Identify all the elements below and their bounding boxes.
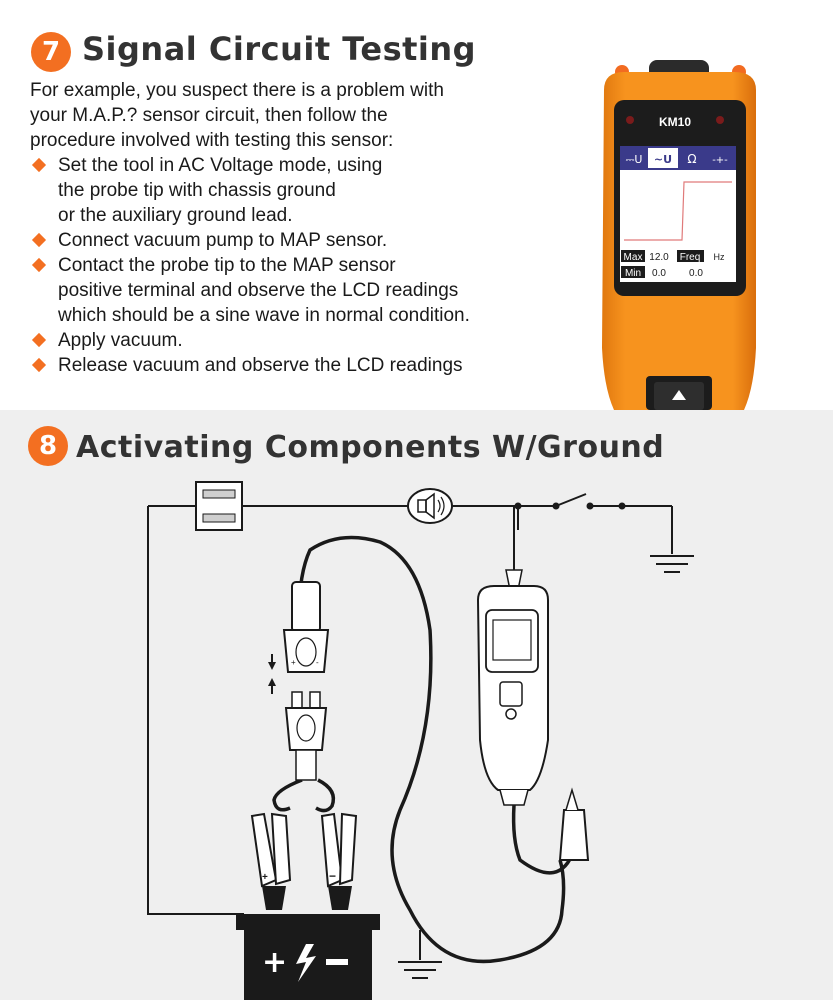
model-label: KM10 xyxy=(659,115,691,129)
min-value: 0.0 xyxy=(652,268,666,279)
diamond-bullet-icon xyxy=(31,357,47,373)
main-cable xyxy=(297,535,566,964)
step-item: Release vacuum and observe the LCD readi… xyxy=(30,353,470,378)
diamond-bullet-icon xyxy=(31,332,47,348)
negative-clamp: − xyxy=(320,812,358,910)
clamp-wire-right xyxy=(315,778,336,813)
diamond-bullet-icon xyxy=(31,232,47,248)
power-probe-tester xyxy=(476,506,549,806)
indicator-led xyxy=(626,116,634,124)
tester-screen xyxy=(485,609,539,673)
alligator-clip xyxy=(558,787,590,861)
positive-clamp: + xyxy=(250,812,292,910)
clamp-wire-left xyxy=(272,778,303,812)
fuse-symbol xyxy=(195,481,243,531)
horn-component xyxy=(407,488,453,524)
minus-icon xyxy=(326,959,348,965)
tester-lead xyxy=(511,804,576,875)
upper-connector: + - xyxy=(282,581,330,673)
section-7-panel: 7 Signal Circuit Testing For example, yo… xyxy=(0,0,833,410)
cables xyxy=(272,535,576,964)
diamond-bullet-icon xyxy=(31,157,47,173)
max-value: 12.0 xyxy=(649,252,669,263)
freq-value: 0.0 xyxy=(689,268,703,279)
mode-ac-voltage: ~U xyxy=(654,153,672,166)
mode-dc-voltage: ⎓U xyxy=(626,153,643,166)
km10-tester-device: KM10 ⎓U ~U Ω -+- Max 12.0 Freq Hz Min 0.… xyxy=(602,60,756,410)
min-label: Min xyxy=(625,268,641,279)
intro-paragraph: For example, you suspect there is a prob… xyxy=(30,78,570,153)
freq-unit: Hz xyxy=(714,252,725,262)
up-arrow-icon xyxy=(672,390,686,400)
indicator-led xyxy=(716,116,724,124)
battery-ground-icon xyxy=(398,961,442,979)
mode-highlight xyxy=(648,148,678,168)
waveform-trace xyxy=(624,181,732,241)
circuit-wires xyxy=(147,505,673,960)
switch-symbol xyxy=(514,493,626,510)
lightning-icon xyxy=(296,944,316,982)
battery: + xyxy=(236,914,380,1000)
section-title: Signal Circuit Testing xyxy=(82,30,477,68)
step-item: Connect vacuum pump to MAP sensor. xyxy=(30,228,470,253)
tester-button xyxy=(499,681,523,707)
min-label-box xyxy=(621,266,645,278)
svg-text:+: + xyxy=(291,658,296,667)
step-number-badge: 7 xyxy=(31,32,71,72)
svg-text:−: − xyxy=(329,869,336,883)
step-number-badge: 8 xyxy=(28,426,68,466)
freq-label-box xyxy=(677,250,704,262)
max-label-box xyxy=(621,250,645,262)
connect-arrows-icon xyxy=(268,654,276,694)
intro-line: your M.A.P.? sensor circuit, then follow… xyxy=(30,105,388,126)
intro-line: procedure involved with testing this sen… xyxy=(30,130,394,151)
svg-text:+: + xyxy=(262,872,268,883)
ground-symbol-icon xyxy=(650,555,694,573)
svg-text:-: - xyxy=(316,658,319,667)
freq-label: Freq xyxy=(680,252,701,263)
step-item: Apply vacuum. xyxy=(30,328,470,353)
mode-resistance: Ω xyxy=(687,152,696,166)
max-label: Max xyxy=(624,252,643,263)
wiring-diagram: + - + − + xyxy=(147,481,694,1000)
lower-connector xyxy=(284,691,328,781)
left-wire xyxy=(147,506,244,915)
section-title: Activating Components W/Ground xyxy=(76,430,665,465)
mode-diode: -+- xyxy=(712,155,728,166)
intro-line: For example, you suspect there is a prob… xyxy=(30,80,444,101)
plus-icon: + xyxy=(262,945,287,980)
diamond-bullet-icon xyxy=(31,257,47,273)
